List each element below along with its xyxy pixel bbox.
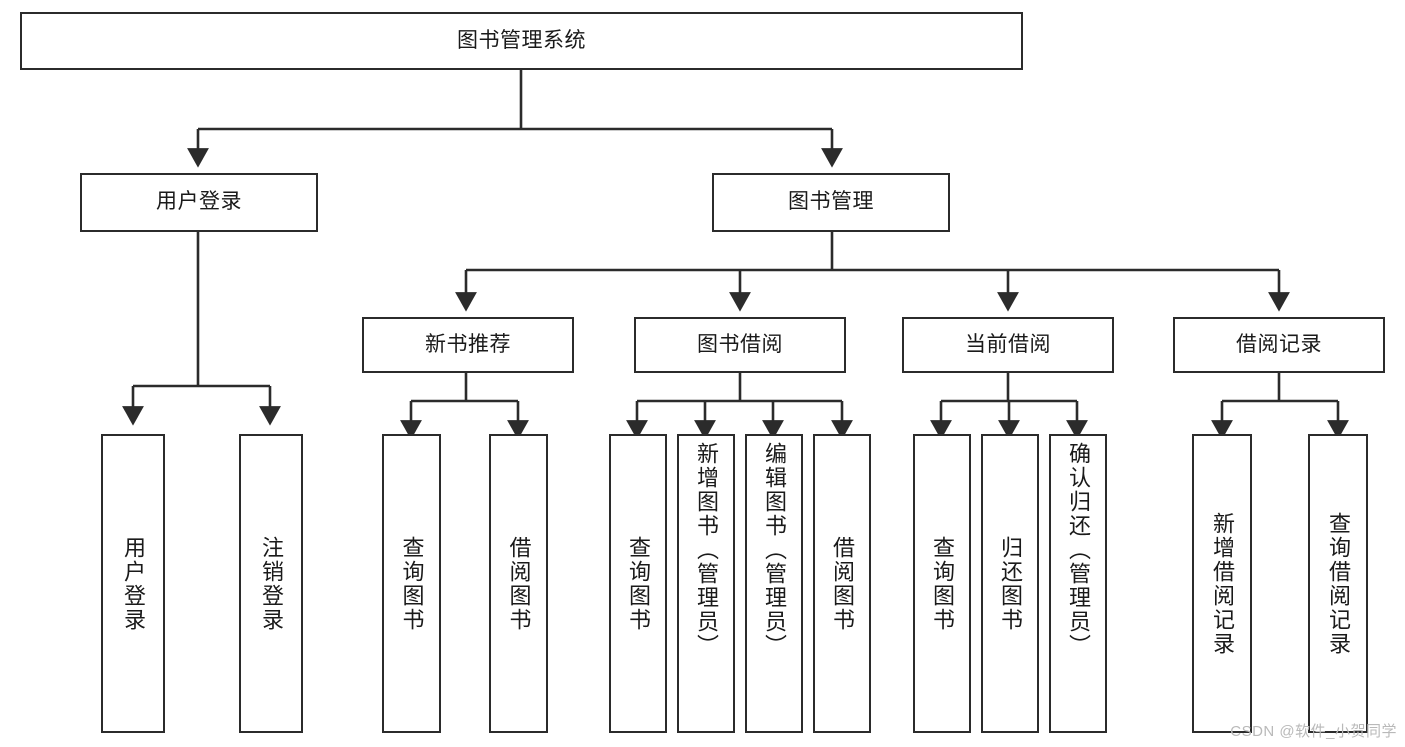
node-label: 查询图书 <box>930 535 955 632</box>
leaf-record-add-borrow-record[interactable]: 新增借阅记录 <box>1192 434 1252 733</box>
leaf-borrow-query-book[interactable]: 查询图书 <box>609 434 667 733</box>
node-borrow-record[interactable]: 借阅记录 <box>1173 317 1385 373</box>
node-user-login[interactable]: 用户登录 <box>80 173 318 232</box>
node-label: 注销登录 <box>259 535 284 632</box>
node-label: 查询图书 <box>626 535 651 632</box>
leaf-user-login-logout[interactable]: 注销登录 <box>239 434 303 733</box>
node-label: 新增借阅记录 <box>1210 511 1235 656</box>
node-label: 查询图书 <box>399 535 425 632</box>
node-label: 确认归还（管理员） <box>1066 442 1091 658</box>
leaf-record-query-borrow-record[interactable]: 查询借阅记录 <box>1308 434 1368 733</box>
leaf-current-confirm-return-admin[interactable]: 确认归还（管理员） <box>1049 434 1107 733</box>
leaf-borrow-add-book-admin[interactable]: 新增图书（管理员） <box>677 434 735 733</box>
leaf-current-query-book[interactable]: 查询图书 <box>913 434 971 733</box>
node-label: 查询借阅记录 <box>1326 511 1351 656</box>
node-label: 用户登录 <box>156 190 242 214</box>
node-label: 当前借阅 <box>965 332 1051 356</box>
node-book-borrow[interactable]: 图书借阅 <box>634 317 846 373</box>
node-root-book-management-system[interactable]: 图书管理系统 <box>20 12 1023 70</box>
node-new-book-recommend[interactable]: 新书推荐 <box>362 317 574 373</box>
leaf-current-return-book[interactable]: 归还图书 <box>981 434 1039 733</box>
node-label: 借阅图书 <box>830 535 855 632</box>
node-label: 借阅记录 <box>1236 332 1322 356</box>
node-label: 编辑图书（管理员） <box>762 442 787 658</box>
node-label: 图书管理 <box>788 190 874 214</box>
node-label: 新书推荐 <box>425 332 511 356</box>
node-label: 归还图书 <box>998 535 1023 632</box>
leaf-user-login-login[interactable]: 用户登录 <box>101 434 165 733</box>
node-label: 用户登录 <box>121 535 146 632</box>
leaf-borrow-edit-book-admin[interactable]: 编辑图书（管理员） <box>745 434 803 733</box>
leaf-borrow-borrow-book[interactable]: 借阅图书 <box>813 434 871 733</box>
leaf-new-book-borrow-book[interactable]: 借阅图书 <box>489 434 548 733</box>
node-book-management[interactable]: 图书管理 <box>712 173 950 232</box>
node-current-borrow[interactable]: 当前借阅 <box>902 317 1114 373</box>
node-label: 新增图书（管理员） <box>694 442 719 658</box>
node-label: 图书管理系统 <box>457 28 586 52</box>
leaf-new-book-query-book[interactable]: 查询图书 <box>382 434 441 733</box>
csdn-watermark: CSDN @软件_小贺同学 <box>1230 723 1397 740</box>
node-label: 借阅图书 <box>506 535 532 632</box>
node-label: 图书借阅 <box>697 332 783 356</box>
